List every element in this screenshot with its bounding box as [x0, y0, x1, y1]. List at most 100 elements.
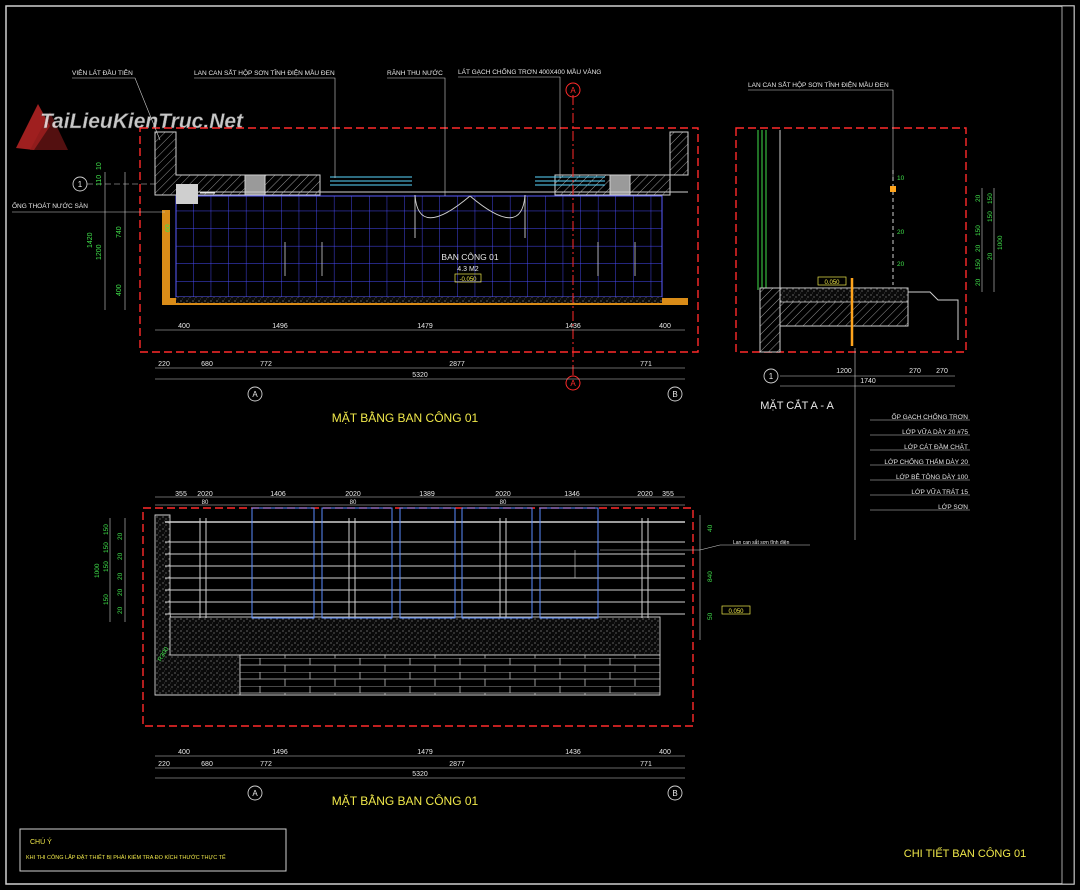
section-right-dims: 20 150 150 150 20 20 150 20 1000: [975, 188, 1004, 292]
left-dim-5: 1420: [87, 232, 94, 248]
floor-drain-icon: [176, 184, 198, 204]
elev-rail-note: Lan can sắt sơn tĩnh điện: [733, 539, 790, 546]
section-level: 0.050: [824, 280, 840, 286]
elevation-view: 355 2020 1406 2020 1389 2020 1346 2020 3…: [94, 491, 810, 808]
grid-bubble-a: [247, 386, 263, 402]
room-name: BAN CÔNG 01: [441, 252, 498, 262]
grid-label-a: A: [252, 390, 258, 399]
elev-brick-course: [239, 654, 661, 696]
layer-2: LỚP CÁT ĐẦM CHẶT: [904, 441, 968, 451]
plan-window-left: [330, 176, 412, 186]
plan-left-dims: 110 10 60 740 1200 1420 400: [87, 162, 172, 310]
edim1-3: 1436: [565, 749, 581, 756]
edim1-4: 400: [659, 749, 671, 756]
left-dim-1: 10: [96, 162, 103, 170]
sec-bdim-0: 1200: [836, 368, 852, 375]
plan-callouts: VIÊN LÁT ĐẦU TIÊN LAN CAN SẮT HỘP SƠN TĨ…: [72, 66, 601, 196]
layer-0: ỐP GẠCH CHỐNG TRƠN: [892, 411, 969, 421]
dim2-3: 2877: [449, 361, 465, 368]
elev-dim-total: 5320: [412, 771, 428, 778]
elev-grid-label-a: A: [252, 789, 258, 798]
eleft-4: 150: [103, 561, 110, 572]
eleft-2: 150: [103, 542, 110, 553]
note-title: CHÚ Ý: [30, 837, 52, 846]
elev-railing: [165, 521, 685, 615]
etop-sub-0: 80: [202, 500, 209, 506]
grid-label-1: 1: [78, 180, 83, 189]
edim1-0: 400: [178, 749, 190, 756]
elev-bottom-dims: [155, 755, 685, 779]
slope-arrows: [284, 242, 636, 276]
etop-sub-1: 80: [350, 500, 357, 506]
note-text: KHI THI CÔNG LẮP ĐẶT THIẾT BỊ PHẢI KIỂM …: [26, 853, 226, 861]
etop-6: 1346: [564, 491, 580, 498]
left-dim-4: 1200: [96, 244, 103, 260]
dim2-2: 772: [260, 361, 272, 368]
etop-5: 2020: [495, 491, 511, 498]
eleft-5: 20: [117, 572, 124, 580]
sec-inner-dim-1: 20: [897, 229, 905, 236]
layer-1: LỚP VỮA DÀY 20 #75: [902, 427, 968, 436]
eleft-8: 20: [117, 606, 124, 614]
eright-1: 840: [707, 571, 714, 582]
sec-bdim-1: 270: [909, 368, 921, 375]
section-title: MẶT CẮT A - A: [760, 399, 834, 412]
sec-rdim-4: 20: [975, 244, 982, 252]
elev-dims-row1: 400 1496 1479 1436 400: [178, 749, 671, 756]
edim1-1: 1496: [272, 749, 288, 756]
edim2-0: 220: [158, 761, 170, 768]
elev-slab-band: [169, 616, 661, 656]
elevation-title: MẶT BẰNG BAN CÔNG 01: [332, 793, 479, 808]
callout-railing: LAN CAN SẮT HỘP SƠN TĨNH ĐIỆN MẦU ĐEN: [194, 67, 335, 77]
etop-3: 2020: [345, 491, 361, 498]
sec-rdim-1: 150: [987, 193, 994, 204]
section-mark-bottom-label: A: [570, 379, 576, 388]
etop-7: 2020: [637, 491, 653, 498]
elev-grid-bubble-a: [247, 785, 263, 801]
dim1-1: 1496: [272, 323, 288, 330]
watermark-text: TaiLieuKienTruc.Net: [40, 110, 244, 133]
eleft-total: 1000: [94, 563, 101, 578]
edim2-1: 680: [201, 761, 213, 768]
etop-8: 355: [662, 491, 674, 498]
section-grid-label: 1: [769, 372, 774, 381]
sec-inner-dim-2: 20: [897, 261, 905, 268]
etop-sub-2: 80: [500, 500, 507, 506]
note-box: CHÚ Ý KHI THI CÔNG LẮP ĐẶT THIẾT BỊ PHẢI…: [19, 828, 287, 872]
plan-redline-boundary: [139, 127, 699, 353]
eleft-6: 20: [117, 588, 124, 596]
elev-grid-label-b: B: [672, 789, 677, 798]
sec-rdim-total: 1000: [997, 235, 1004, 250]
section-mark-bottom: [565, 375, 581, 391]
dim1-2: 1479: [417, 323, 433, 330]
edim2-4: 771: [640, 761, 652, 768]
room-area: 4.3 M2: [457, 266, 479, 273]
door-swing: [414, 194, 526, 219]
dim1-3: 1436: [565, 323, 581, 330]
left-dim-2: 60: [165, 224, 172, 232]
elev-grid-bubble-b: [667, 785, 683, 801]
drain-label: ỐNG THOÁT NƯỚC SÀN: [12, 200, 88, 210]
sec-rdim-2: 150: [987, 211, 994, 222]
sec-rdim-3: 150: [975, 225, 982, 236]
callout-first-tile: VIÊN LÁT ĐẦU TIÊN: [72, 67, 133, 77]
dim1-0: 400: [178, 323, 190, 330]
sec-bdim-total: 1740: [860, 378, 876, 385]
plan-dims-row1: 400 1496 1479 1436 400: [178, 323, 671, 330]
plan-dims-row2: 220 680 772 2877 771: [158, 361, 652, 368]
section-redline-boundary: [735, 127, 967, 353]
tiled-floor: [175, 195, 663, 298]
left-dim-6: 400: [116, 284, 123, 296]
elev-windows: [251, 507, 599, 619]
section-view: LAN CAN SẮT HỘP SƠN TĨNH ĐIỆN MẦU ĐEN 0.…: [735, 79, 1004, 540]
grid-bubble-b: [667, 386, 683, 402]
layer-6: LỚP SƠN: [938, 502, 968, 511]
section-mark-top: [565, 82, 581, 98]
dim2-0: 220: [158, 361, 170, 368]
dim2-1: 680: [201, 361, 213, 368]
eright-2: 50: [707, 612, 714, 620]
plan-walls: [154, 131, 246, 196]
dim1-4: 400: [659, 323, 671, 330]
left-dim-3: 740: [116, 226, 123, 238]
